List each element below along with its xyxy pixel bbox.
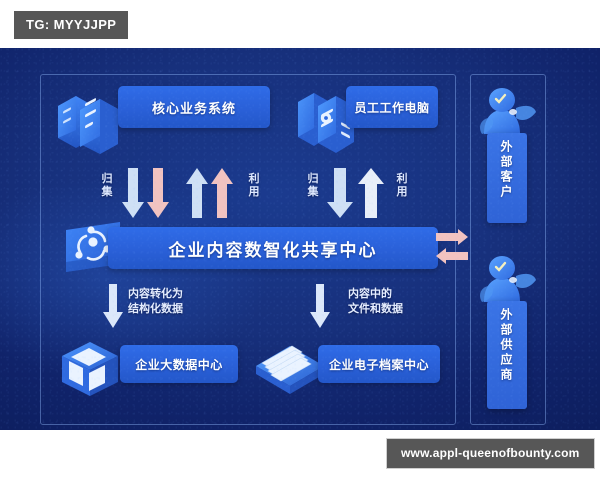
flow-label-collect-right: 归集 [306,173,320,199]
caption-files-and-data-line2: 文件和数据 [348,303,403,315]
caption-files-and-data: 内容中的 文件和数据 [348,287,403,317]
diagram-canvas: 核心业务系统 [0,48,600,430]
external-suppliers-label: 外部供应商 [499,308,513,383]
flow-label-utilize-left-text: 利用 [248,173,260,198]
flow-label-collect-left: 归集 [100,173,114,199]
archive-box-icon [252,338,328,398]
network-share-hub-icon [62,218,124,278]
flow-arrows-right-group [327,168,384,218]
url-watermark-badge: www.appl-queenofbounty.com [386,438,595,469]
cube-icon [58,340,124,398]
person-icon-suppliers [480,256,536,302]
side-frame-border [470,74,546,425]
employee-work-computer-plate[interactable]: 员工工作电脑 [346,86,438,128]
down-arrow-left-icon [103,284,123,328]
caption-structured-data: 内容转化为 结构化数据 [128,287,183,317]
flow-arrows-left-group [122,168,233,218]
caption-structured-data-line2: 结构化数据 [128,303,183,315]
external-suppliers-card[interactable] [487,301,527,409]
flow-label-collect-left-text: 归集 [101,173,113,198]
flow-label-utilize-right: 利用 [395,173,409,199]
caption-files-and-data-line1: 内容中的 [348,288,392,300]
core-business-system-plate[interactable]: 核心业务系统 [118,86,270,128]
flow-label-utilize-right-text: 利用 [396,173,408,198]
exchange-arrows-group [436,229,468,264]
down-arrow-right-icon [310,284,330,328]
tg-watermark-badge: TG: MYYJJPP [14,11,129,39]
caption-structured-data-line1: 内容转化为 [128,288,183,300]
enterprise-big-data-center-plate[interactable]: 企业大数据中心 [120,345,238,383]
flow-label-utilize-left: 利用 [247,173,261,199]
desktop-computer-icon [296,82,356,158]
enterprise-e-archive-center-plate[interactable]: 企业电子档案中心 [318,345,440,383]
person-icon-customers [480,88,536,134]
server-rack-icon [56,84,122,158]
arrow-center-to-external-icon [436,229,468,245]
external-customers-label: 外部客户 [499,140,513,200]
enterprise-content-sharing-center-plate[interactable]: 企业内容数智化共享中心 [108,227,438,269]
arrow-external-to-center-icon [436,248,468,264]
external-customers-card[interactable] [487,133,527,223]
flow-label-collect-right-text: 归集 [307,173,319,198]
main-frame-border [40,74,456,425]
